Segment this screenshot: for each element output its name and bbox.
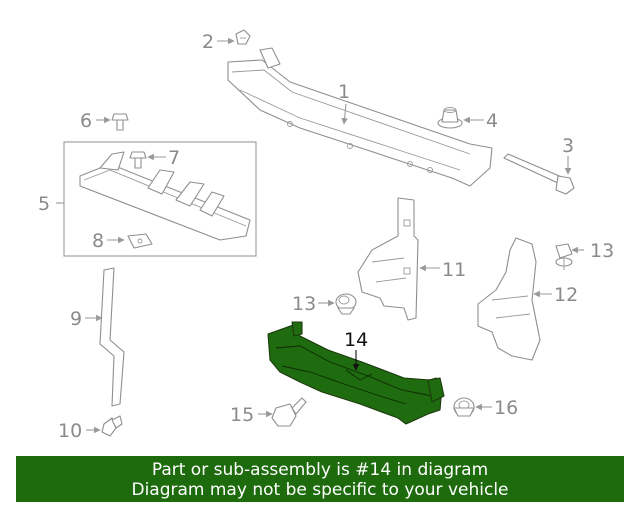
callout-10: 10 (58, 420, 82, 442)
callout-16: 16 (494, 397, 518, 419)
part-13-clip-mid (335, 293, 357, 315)
part-4-nut (437, 107, 463, 129)
part-9-bracket (99, 267, 125, 407)
part-6-screw (111, 113, 129, 131)
callout-9: 9 (70, 308, 82, 330)
part-8-clip (127, 233, 153, 249)
leader-lines (56, 37, 584, 434)
banner-line-1: Part or sub-assembly is #14 in diagram (151, 460, 489, 480)
part-3-long-bolt (503, 153, 575, 195)
part-5-energy-absorber-group (63, 141, 257, 257)
part-16-nut (453, 397, 475, 417)
callout-12: 12 (554, 284, 578, 306)
part-13-clip-upper (555, 243, 573, 270)
callout-11: 11 (442, 259, 466, 281)
callout-1: 1 (338, 81, 350, 103)
part-10-push-pin (101, 415, 123, 437)
part-14-lower-bracket (267, 321, 445, 425)
callout-2: 2 (202, 31, 214, 53)
callout-3: 3 (562, 135, 574, 157)
callout-8: 8 (92, 230, 104, 252)
callout-15: 15 (230, 404, 254, 426)
info-banner: Part or sub-assembly is #14 in diagram D… (16, 456, 624, 502)
part-11-deflector (357, 197, 419, 321)
part-1-bumper-beam (227, 47, 493, 187)
callout-4: 4 (486, 110, 498, 132)
part-15-bolt (271, 397, 307, 427)
callout-7: 7 (168, 147, 180, 169)
callout-5: 5 (38, 193, 50, 215)
part-7-screw (129, 151, 147, 169)
part-12-deflector (477, 237, 541, 361)
callout-14: 14 (344, 329, 368, 351)
part-2-bolt (235, 29, 251, 45)
callout-6: 6 (80, 110, 92, 132)
callout-13-upper: 13 (590, 240, 614, 262)
callouts: 1 2 3 4 5 6 7 8 9 10 11 12 13 13 14 15 1… (38, 31, 614, 442)
callout-13-mid: 13 (292, 293, 316, 315)
banner-line-2: Diagram may not be specific to your vehi… (131, 480, 509, 500)
